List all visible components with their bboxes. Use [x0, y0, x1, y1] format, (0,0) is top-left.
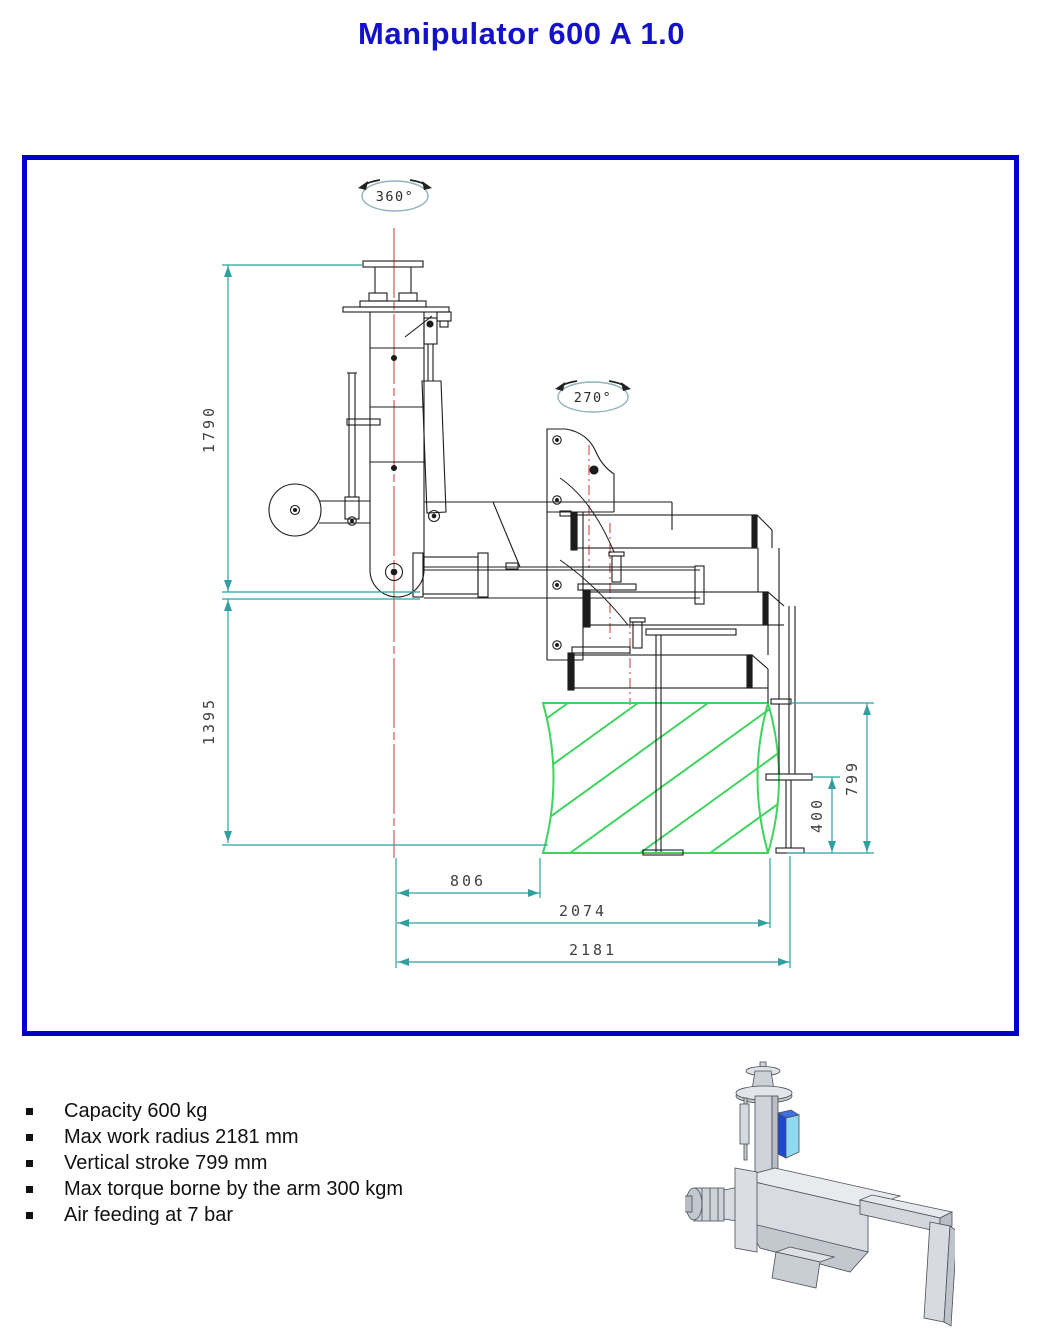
rotation-label-base: 360°: [358, 179, 432, 212]
spec-item-max-torque: Max torque borne by the arm 300 kgm: [22, 1176, 403, 1202]
rotation-360-label: 360°: [376, 189, 415, 205]
dim-lower-stroke: 400: [808, 797, 826, 833]
spec-item-air-feeding: Air feeding at 7 bar: [22, 1202, 403, 1228]
dim-mid-radius: 2074: [559, 902, 607, 920]
dim-max-work-radius: 2181: [569, 941, 617, 959]
manipulator-outline: [268, 260, 813, 856]
dimension-lines: [222, 264, 874, 968]
rotation-270-label: 270°: [574, 390, 613, 406]
drawing-frame: 1790 1395 806 2074 2181 400 799 360° 270…: [22, 155, 1019, 1036]
load-drum: [541, 702, 780, 854]
rotation-label-arm: 270°: [555, 380, 631, 413]
spec-item-vertical-stroke: Vertical stroke 799 mm: [22, 1150, 403, 1176]
dimension-labels: 1790 1395 806 2074 2181 400 799: [200, 405, 861, 959]
spec-item-capacity: Capacity 600 kg: [22, 1098, 403, 1124]
dim-under-arm-height: 1395: [200, 697, 218, 745]
technical-drawing: 1790 1395 806 2074 2181 400 799 360° 270…: [200, 179, 874, 968]
page-title: Manipulator 600 A 1.0: [358, 16, 685, 51]
dimension-arrows: [224, 266, 871, 966]
spec-item-work-radius: Max work radius 2181 mm: [22, 1124, 403, 1150]
dim-total-height: 1790: [200, 405, 218, 453]
manipulator-3d-thumbnail: [683, 1058, 958, 1336]
dim-arm-pivot-offset: 806: [450, 872, 486, 890]
dim-vertical-stroke: 799: [843, 760, 861, 796]
spec-list: Capacity 600 kg Max work radius 2181 mm …: [22, 1098, 403, 1228]
